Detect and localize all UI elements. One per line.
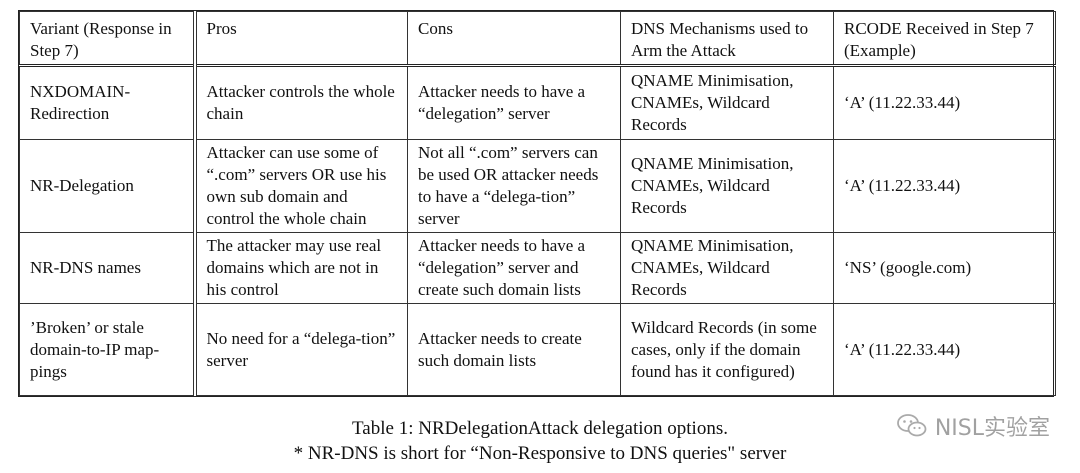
delegation-options-table-wrapper: Variant (Response in Step 7) Pros Cons D… xyxy=(18,10,1056,397)
cell-variant: ’Broken’ or stale domain-to-IP map-pings xyxy=(19,303,197,396)
cell-mechanisms: QNAME Minimisation, CNAMEs, Wildcard Rec… xyxy=(620,232,834,304)
header-variant: Variant (Response in Step 7) xyxy=(19,11,197,67)
table-caption: Table 1: NRDelegationAttack delegation o… xyxy=(352,418,728,439)
header-dns-mechanisms: DNS Mechanisms used to Arm the Attack xyxy=(620,11,834,67)
header-rcode: RCODE Received in Step 7 (Example) xyxy=(833,11,1056,67)
cell-cons: Attacker needs to have a “delegation” se… xyxy=(407,65,621,140)
header-cons: Cons xyxy=(407,11,621,67)
cell-mechanisms: Wildcard Records (in some cases, only if… xyxy=(620,303,834,396)
cell-rcode: ‘A’ (11.22.33.44) xyxy=(833,65,1056,140)
cell-pros: Attacker can use some of “.com” servers … xyxy=(194,139,408,233)
table-header-row: Variant (Response in Step 7) Pros Cons D… xyxy=(19,11,1056,67)
cell-rcode: ‘A’ (11.22.33.44) xyxy=(833,303,1056,396)
watermark-text: NISL实验室 xyxy=(934,416,1050,441)
watermark: NISL实验室 xyxy=(896,410,1050,442)
table-row: NR-DNS names The attacker may use real d… xyxy=(19,232,1056,304)
table-footnote: * NR-DNS is short for “Non-Responsive to… xyxy=(293,443,787,464)
table-row: NR-Delegation Attacker can use some of “… xyxy=(19,139,1056,233)
cell-pros: Attacker controls the whole chain xyxy=(194,65,408,140)
table-row: NXDOMAIN-Redirection Attacker controls t… xyxy=(19,65,1056,140)
cell-cons: Attacker needs to have a “delegation” se… xyxy=(407,232,621,304)
cell-rcode: ‘A’ (11.22.33.44) xyxy=(833,139,1056,233)
cell-variant: NR-Delegation xyxy=(19,139,197,233)
cell-pros: No need for a “delega-tion” server xyxy=(194,303,408,396)
delegation-options-table: Variant (Response in Step 7) Pros Cons D… xyxy=(19,11,1056,396)
cell-mechanisms: QNAME Minimisation, CNAMEs, Wildcard Rec… xyxy=(620,65,834,140)
header-pros: Pros xyxy=(194,11,408,67)
cell-variant: NR-DNS names xyxy=(19,232,197,304)
cell-variant: NXDOMAIN-Redirection xyxy=(19,65,197,140)
cell-cons: Attacker needs to create such domain lis… xyxy=(407,303,621,396)
cell-rcode: ‘NS’ (google.com) xyxy=(833,232,1056,304)
wechat-icon xyxy=(896,414,927,437)
cell-mechanisms: QNAME Minimisation, CNAMEs, Wildcard Rec… xyxy=(620,139,834,233)
cell-cons: Not all “.com” servers can be used OR at… xyxy=(407,139,621,233)
cell-pros: The attacker may use real domains which … xyxy=(194,232,408,304)
table-row: ’Broken’ or stale domain-to-IP map-pings… xyxy=(19,303,1056,396)
